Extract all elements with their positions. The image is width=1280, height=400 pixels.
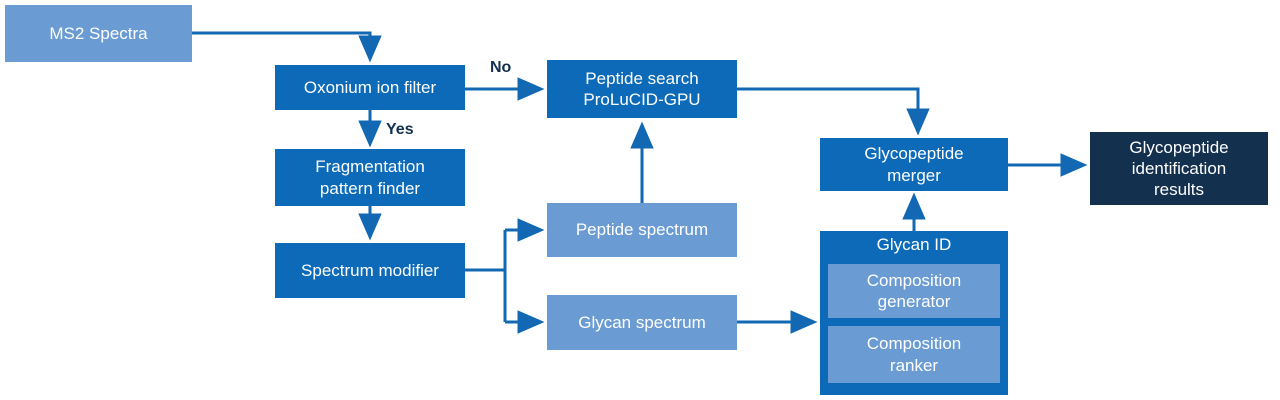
- node-ms2-spectra[interactable]: MS2 Spectra: [5, 5, 192, 62]
- node-oxonium-ion-filter[interactable]: Oxonium ion filter: [275, 65, 465, 110]
- edge-label-no: No: [490, 59, 512, 76]
- node-composition-generator[interactable]: Composition generator: [828, 264, 1000, 318]
- edge-ms2-to-oxonium: [192, 31, 382, 63]
- node-glycopeptide-merger[interactable]: Glycopeptide merger: [820, 138, 1008, 191]
- node-composition-ranker[interactable]: Composition ranker: [828, 326, 1000, 383]
- node-glycopeptide-results[interactable]: Glycopeptide identification results: [1090, 132, 1268, 205]
- node-fragmentation-pattern-finder[interactable]: Fragmentation pattern finder: [275, 149, 465, 206]
- edge-peptide-search-to-merger: [737, 87, 930, 136]
- node-spectrum-modifier[interactable]: Spectrum modifier: [275, 243, 465, 298]
- node-glycan-spectrum[interactable]: Glycan spectrum: [547, 295, 737, 350]
- group-glycan-id[interactable]: Glycan ID Composition generator Composit…: [820, 231, 1008, 395]
- node-peptide-search[interactable]: Peptide search ProLuCID-GPU: [547, 60, 737, 118]
- edge-label-yes: Yes: [386, 121, 414, 138]
- group-glycan-id-title: Glycan ID: [876, 235, 952, 254]
- node-peptide-spectrum[interactable]: Peptide spectrum: [547, 203, 737, 257]
